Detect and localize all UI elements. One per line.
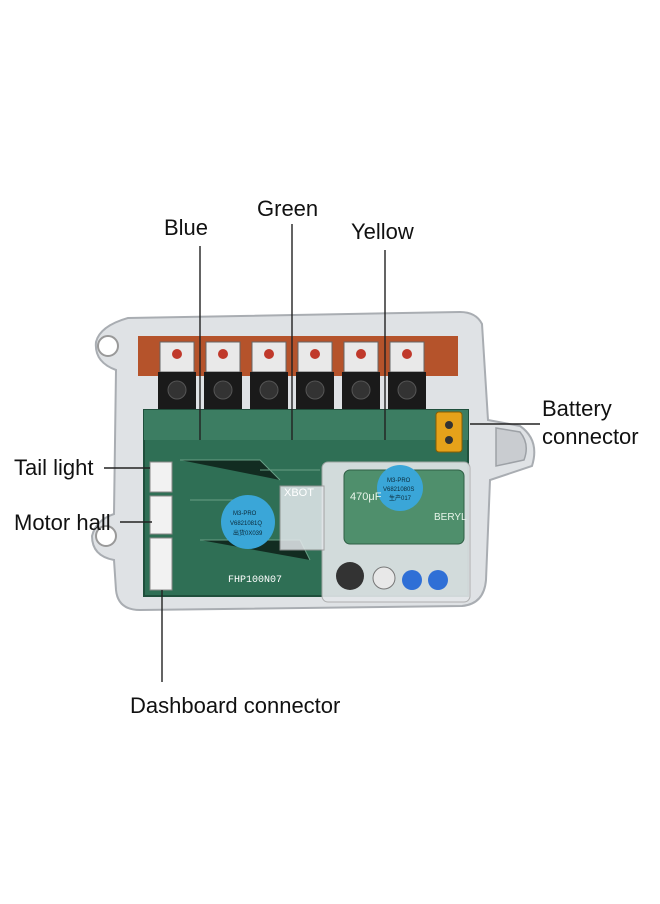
pcb-silkscreen-strip [144,410,468,440]
capacitor-brand: BERYL [434,512,467,523]
brand-marking: XBOT [284,487,314,499]
leader-lines [104,224,540,682]
part-number-marking: FHP100N07 [228,575,282,586]
sticker-left [221,495,275,549]
label-blue: Blue [164,215,209,240]
sticker-right-line-1: M3-PRO [387,478,411,484]
sticker-right-line-3: 生产017 [389,494,412,502]
small-capacitor [372,566,396,590]
module [279,485,325,551]
sticker-left-line-3: 出货0X039 [233,529,263,537]
mosfet-row [158,341,426,412]
capacitor-value: 470μF [350,491,382,503]
small-capacitor [428,570,448,590]
label-tail-light: Tail light [14,455,94,480]
small-capacitor [402,570,422,590]
sticker-right [377,465,423,511]
battery-xt-connector [435,411,463,453]
label-battery-line-2: connector [542,424,639,449]
left-connectors [149,461,173,591]
label-battery-line-1: Battery [542,396,612,421]
sticker-left-line-2: V6821081Q [230,521,262,527]
label-motor-hall: Motor hall [14,510,111,535]
label-yellow: Yellow [351,219,414,244]
label-green: Green [257,196,319,221]
label-dashboard-connector: Dashboard connector [130,693,341,718]
small-capacitor [336,562,364,590]
sticker-right-line-2: V6821080S [383,487,414,493]
sticker-left-line-1: M3-PRO [233,511,257,517]
